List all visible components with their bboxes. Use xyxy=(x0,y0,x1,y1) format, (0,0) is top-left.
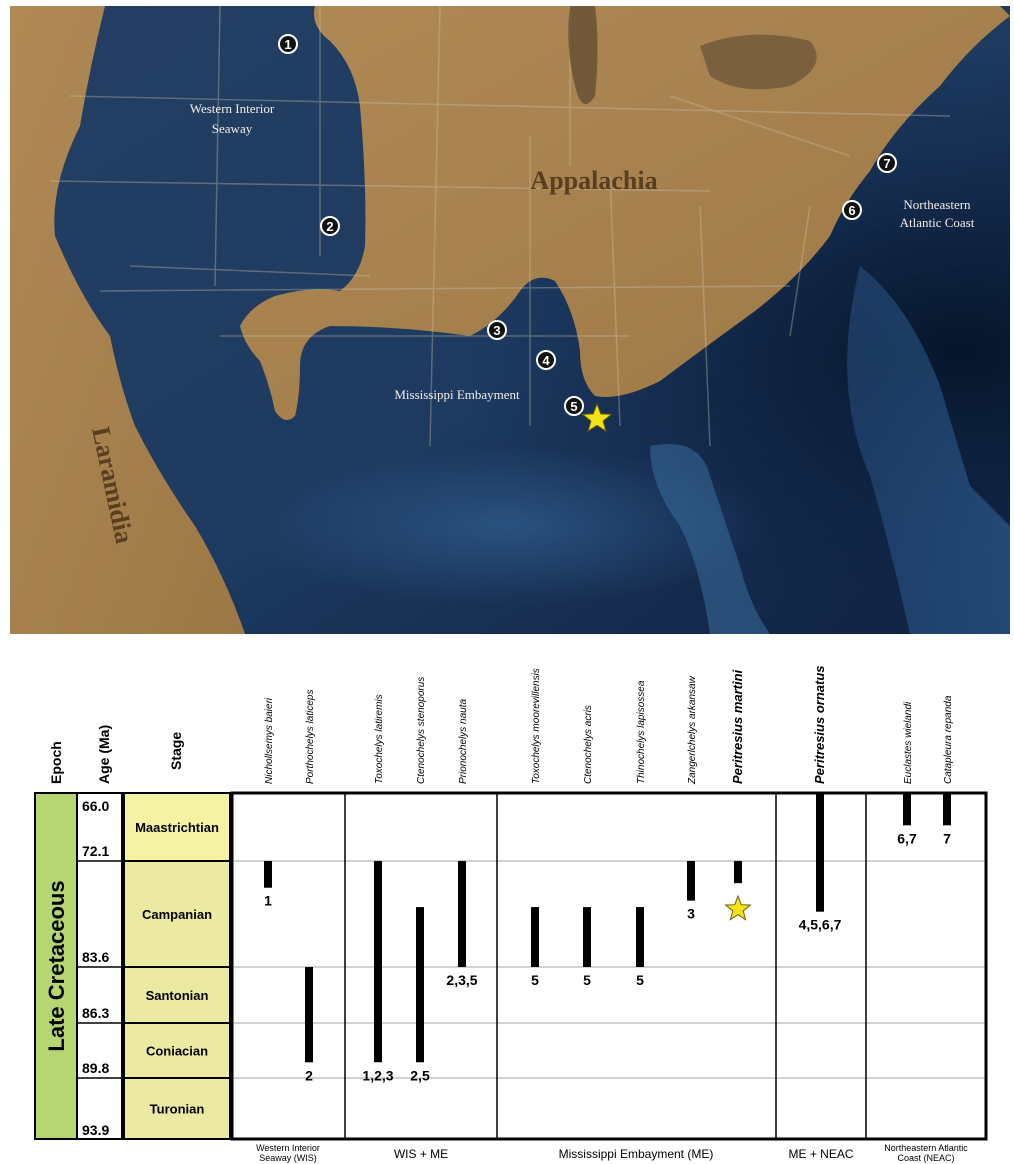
range-bar xyxy=(734,861,742,884)
age-label: 93.9 xyxy=(82,1122,109,1138)
locality-label: 6,7 xyxy=(897,830,917,846)
taxon-name: Thinochelys lapisossea xyxy=(636,680,647,784)
stratigraphic-range-chart: Epoch Age (Ma) Stage Late Cretaceous Maa… xyxy=(34,666,988,1163)
range-bar xyxy=(816,793,824,912)
locality-label: 4,5,6,7 xyxy=(799,917,842,933)
locality-label: 5 xyxy=(531,972,539,988)
locality-marker-1: 1 xyxy=(278,34,298,54)
age-header: Age (Ma) xyxy=(96,725,112,784)
type-locality-star-icon xyxy=(581,402,613,433)
range-bar xyxy=(583,907,591,967)
locality-marker-6: 6 xyxy=(842,200,862,220)
range-bar xyxy=(264,861,272,888)
age-label: 83.6 xyxy=(82,949,109,965)
svg-text:6: 6 xyxy=(848,203,855,218)
wis-label-line2: Seaway xyxy=(212,121,253,136)
svg-text:2: 2 xyxy=(326,219,333,234)
appalachia-landmass xyxy=(240,6,1010,420)
region-label-neac-line1: Northeastern Atlantic xyxy=(884,1143,968,1153)
locality-marker-3: 3 xyxy=(487,320,507,340)
range-bar xyxy=(416,907,424,1063)
taxon-name: Catapleura repanda xyxy=(943,695,954,784)
locality-label: 2 xyxy=(305,1067,313,1083)
locality-marker-5: 5 xyxy=(564,396,584,416)
stage-cell xyxy=(123,860,231,968)
stage-cell xyxy=(123,1077,231,1140)
range-bar xyxy=(903,793,911,826)
taxon-name: Ctenochelys stenoporus xyxy=(416,677,427,784)
range-bar xyxy=(305,967,313,1063)
taxon-name: Prionochelys nauta xyxy=(458,699,469,784)
svg-text:4: 4 xyxy=(542,353,550,368)
svg-text:7: 7 xyxy=(883,156,890,171)
wis-label-line1: Western Interior xyxy=(190,101,275,116)
range-bar xyxy=(531,907,539,967)
range-grid-frame xyxy=(230,791,988,1141)
stage-label: Turonian xyxy=(150,1102,205,1117)
svg-text:3: 3 xyxy=(493,323,500,338)
taxon-name: Peritresius ornatus xyxy=(812,666,827,785)
taxon-name: Nichollsemys baieri xyxy=(264,697,275,784)
locality-label: 5 xyxy=(636,972,644,988)
me-label: Mississippi Embayment xyxy=(394,387,520,402)
locality-marker-7: 7 xyxy=(877,153,897,173)
neac-label-line2: Atlantic Coast xyxy=(900,215,975,230)
taxon-name: Porthochelys laticeps xyxy=(305,690,316,785)
svg-text:5: 5 xyxy=(570,399,577,414)
range-bar xyxy=(458,861,466,967)
locality-label: 1,2,3 xyxy=(362,1067,393,1083)
region-label-wis-line1: Western Interior xyxy=(256,1143,320,1153)
taxon-name: Toxochelys latiremis xyxy=(374,694,385,784)
stage-label: Campanian xyxy=(142,907,212,922)
range-bar xyxy=(374,861,382,1063)
locality-label: 3 xyxy=(687,906,695,922)
range-bar xyxy=(636,907,644,967)
age-column xyxy=(76,792,123,1140)
region-label-wis-me: WIS + ME xyxy=(394,1147,448,1161)
locality-label: 2,3,5 xyxy=(446,972,477,988)
svg-text:1: 1 xyxy=(284,37,291,52)
appalachia-label: Appalachia xyxy=(530,166,657,195)
region-label-wis-line2: Seaway (WIS) xyxy=(259,1153,317,1163)
stage-label: Maastrichtian xyxy=(135,820,219,835)
stage-label: Santonian xyxy=(146,988,209,1003)
locality-label: 2,5 xyxy=(410,1067,430,1083)
locality-label: 1 xyxy=(264,893,272,909)
age-label: 66.0 xyxy=(82,798,109,814)
epoch-header: Epoch xyxy=(48,741,64,784)
locality-marker-4: 4 xyxy=(536,350,556,370)
neac-label-line1: Northeastern xyxy=(903,197,971,212)
region-label-neac-line2: Coast (NEAC) xyxy=(897,1153,954,1163)
epoch-label: Late Cretaceous xyxy=(44,880,69,1051)
taxon-name: Toxochelys moorevillensis xyxy=(531,668,542,784)
stage-label: Coniacian xyxy=(146,1044,208,1059)
stage-cell xyxy=(123,1022,231,1079)
locality-label: 7 xyxy=(943,830,951,846)
stage-header: Stage xyxy=(168,732,184,770)
region-label-me: Mississippi Embayment (ME) xyxy=(559,1147,714,1161)
age-label: 86.3 xyxy=(82,1005,109,1021)
laramidia-landmass xyxy=(10,6,245,634)
taxon-name: Ctenochelys acris xyxy=(583,705,594,784)
range-bar xyxy=(687,861,695,901)
epoch-cell xyxy=(34,792,78,1140)
taxon-name: Euclastes wielandi xyxy=(903,701,914,784)
age-label: 72.1 xyxy=(82,843,109,859)
age-label: 89.8 xyxy=(82,1060,109,1076)
taxon-name: Zangerlchelys arkansaw xyxy=(687,675,698,785)
locality-marker-2: 2 xyxy=(320,216,340,236)
range-bar xyxy=(943,793,951,826)
star-icon xyxy=(724,894,752,921)
stage-cell xyxy=(123,792,231,862)
taxon-name: Peritresius martini xyxy=(730,669,745,784)
paleogeographic-map: Western Interior Seaway Appalachia Missi… xyxy=(10,6,1010,634)
region-label-me-neac: ME + NEAC xyxy=(788,1147,853,1161)
locality-label: 5 xyxy=(583,972,591,988)
